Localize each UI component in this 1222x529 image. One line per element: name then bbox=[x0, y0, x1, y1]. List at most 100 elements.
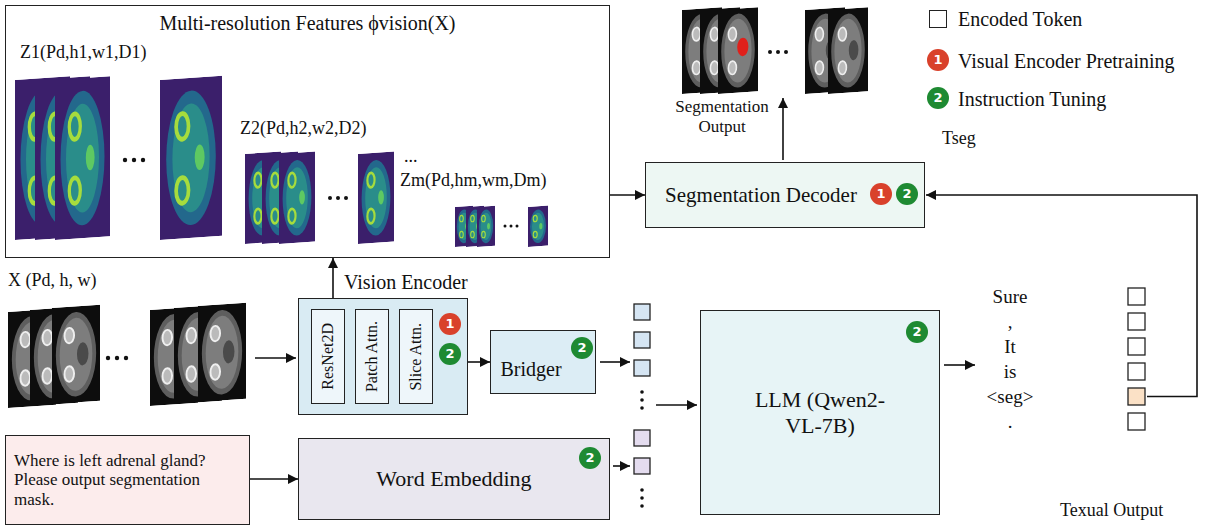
stage-badge: 2 bbox=[896, 183, 918, 205]
ellipsis: ... bbox=[404, 146, 418, 167]
feature-map-z2 bbox=[336, 196, 340, 200]
encoder-box: Vision EncoderResNet2DPatch Attn.Slice A… bbox=[298, 298, 468, 415]
input-label: X (Pd, h, w) bbox=[8, 270, 97, 291]
stage-badge-text: 1 bbox=[876, 187, 885, 202]
output-word: <seg> bbox=[970, 385, 1050, 409]
encoder-layer-text: ResNet2D bbox=[319, 323, 337, 390]
flow-arrow bbox=[926, 195, 1197, 397]
input-token-column bbox=[634, 304, 650, 320]
feature-map-z1 bbox=[15, 76, 222, 240]
segmentation-output-stack bbox=[718, 7, 758, 94]
flow-arrow bbox=[782, 98, 784, 160]
output-token-column bbox=[1128, 363, 1145, 380]
embedding-box: Word Embedding2 bbox=[298, 438, 610, 520]
llm-box: LLM (Qwen2-VL-7B) 2 bbox=[700, 310, 940, 515]
feature-map-zm bbox=[516, 225, 519, 228]
stage-badge: 1 bbox=[439, 313, 461, 335]
flow-arrow bbox=[600, 361, 630, 363]
legend-text: Encoded Token bbox=[958, 7, 1082, 31]
legend-number: 1 bbox=[927, 49, 949, 71]
segmentation-output-stack bbox=[828, 7, 868, 94]
input-token-column bbox=[634, 458, 650, 474]
input-ct-stack bbox=[198, 303, 246, 402]
output-word: Sure bbox=[970, 285, 1050, 309]
output-token-column bbox=[1128, 388, 1145, 405]
segmentation-output-stack bbox=[718, 7, 758, 94]
stage-badge-text: 1 bbox=[445, 317, 454, 332]
input-ct-stack bbox=[52, 305, 100, 404]
segmentation-output-stack bbox=[682, 7, 868, 94]
input-token-column bbox=[634, 332, 650, 348]
output-token-column bbox=[1128, 338, 1145, 355]
bridger-box-text: Bridger bbox=[500, 358, 561, 381]
feature-label: Z1(Pd,h1,w1,D1) bbox=[20, 42, 147, 63]
output-token-column bbox=[1128, 288, 1145, 305]
ellipsis-dots bbox=[640, 496, 644, 500]
stage-badge-text: 2 bbox=[585, 451, 594, 466]
llm-box-text: LLM (Qwen2-VL-7B) bbox=[740, 387, 900, 438]
output-word: . bbox=[970, 410, 1050, 434]
input-ct-stack bbox=[198, 303, 246, 402]
ellipsis-dots bbox=[640, 390, 644, 508]
connector-arrow bbox=[250, 478, 298, 480]
output-token-column bbox=[1128, 313, 1145, 330]
input-token-column bbox=[634, 430, 650, 446]
legend-text: Visual Encoder Pretraining bbox=[958, 49, 1175, 73]
feature-panel-text: Multi-resolution Features ϕvision(X) bbox=[159, 12, 455, 35]
feature-map-z2 bbox=[245, 151, 394, 244]
stage-badge: 1 bbox=[870, 183, 892, 205]
feature-map-z1 bbox=[55, 76, 110, 240]
encoder-layer-text: Patch Attn. bbox=[363, 321, 381, 392]
feature-map-z2 bbox=[279, 151, 315, 244]
legend-number: 2 bbox=[927, 87, 949, 109]
connector-arrow bbox=[468, 361, 490, 363]
feature-map-zm bbox=[477, 206, 495, 247]
prompt-box-text: Where is left adrenal gland? Please outp… bbox=[14, 451, 241, 510]
feature-label: Zm(Pd,hm,wm,Dm) bbox=[400, 170, 547, 191]
prompt-box: Where is left adrenal gland? Please outp… bbox=[5, 435, 250, 525]
bridger-box: Bridger 2 bbox=[490, 330, 596, 394]
feature-map-zm bbox=[510, 225, 513, 228]
stage-badge: 2 bbox=[571, 337, 593, 359]
ellipsis-dots bbox=[640, 504, 644, 508]
input-ct-stack bbox=[106, 356, 110, 360]
feature-map-z1 bbox=[132, 158, 136, 162]
output-word: , bbox=[970, 310, 1050, 334]
input-ct-stack bbox=[124, 356, 128, 360]
input-token-column bbox=[634, 360, 650, 376]
feature-map-zm bbox=[504, 225, 507, 228]
stage-badge-text: 2 bbox=[445, 347, 454, 362]
output-word: It bbox=[970, 335, 1050, 359]
feature-map-z1 bbox=[160, 76, 222, 240]
feature-map-zm bbox=[455, 206, 548, 247]
feature-map-z2 bbox=[344, 196, 348, 200]
ellipsis-dots bbox=[640, 488, 644, 492]
encoder-layer: Slice Attn. bbox=[399, 309, 433, 404]
feature-map-z2 bbox=[328, 196, 332, 200]
stage-badge: 2 bbox=[906, 321, 928, 343]
feature-map-z2 bbox=[279, 151, 315, 244]
feature-map-z1 bbox=[123, 158, 127, 162]
decoder-box: Segmentation Decoder 12 bbox=[645, 162, 925, 228]
legend-token-sample bbox=[929, 10, 947, 28]
flow-arrow bbox=[613, 465, 630, 467]
input-token-column bbox=[634, 304, 650, 474]
flow-arrow bbox=[944, 364, 975, 366]
decoder-box-text: Segmentation Decoder bbox=[665, 183, 857, 207]
output-label: Segmentation Output bbox=[668, 97, 776, 136]
segmentation-output-stack bbox=[828, 7, 868, 94]
feature-map-zm bbox=[477, 206, 495, 247]
stage-badge: 2 bbox=[439, 343, 461, 365]
input-ct-stack bbox=[8, 303, 246, 408]
segmentation-output-stack bbox=[784, 50, 788, 54]
input-ct-stack bbox=[52, 305, 100, 404]
feature-map-zm bbox=[528, 206, 548, 247]
output-token-column bbox=[1128, 288, 1145, 430]
ellipsis-dots bbox=[640, 398, 644, 402]
ellipsis-dots bbox=[640, 390, 644, 394]
stage-badge-text: 2 bbox=[912, 325, 921, 340]
encoder-layer: Patch Attn. bbox=[355, 309, 389, 404]
encoder-layer: ResNet2D bbox=[311, 309, 345, 404]
